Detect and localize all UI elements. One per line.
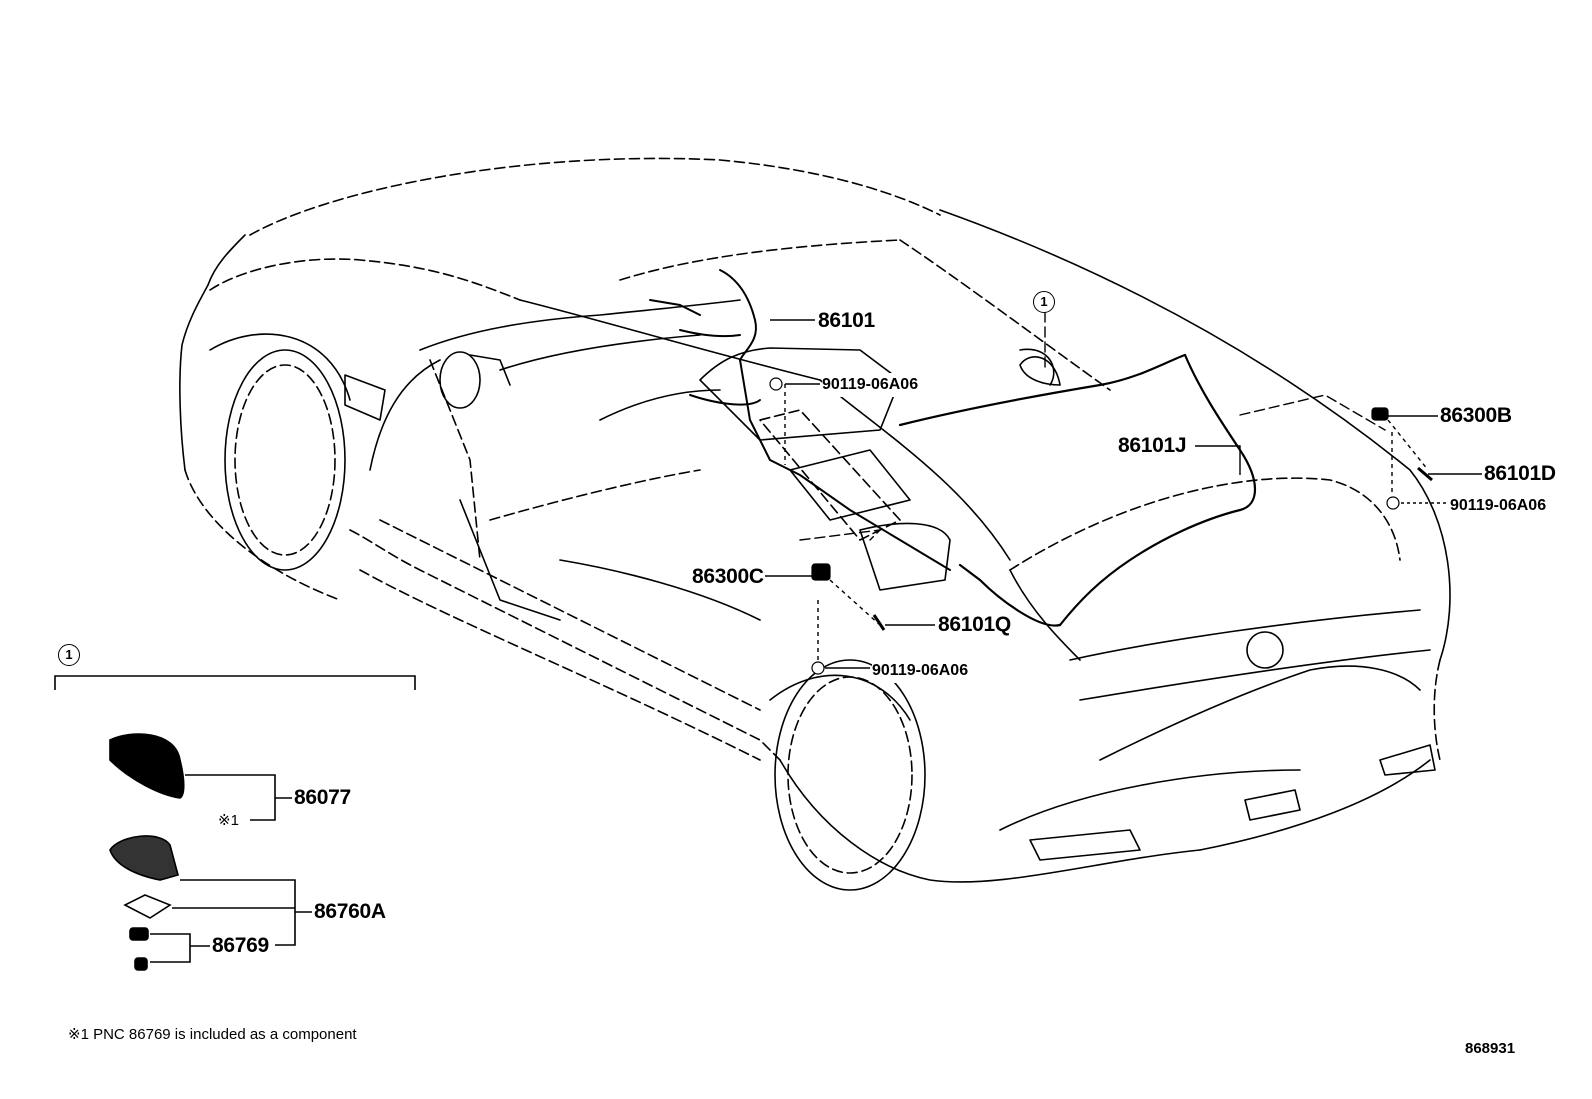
label-86101Q: 86101Q: [938, 613, 1011, 637]
inset-note-mark: ※1: [218, 812, 239, 829]
label-86760A: 86760A: [314, 900, 386, 924]
wire-harness-86101: [649, 269, 951, 571]
footnote: ※1 PNC 86769 is included as a component: [68, 1026, 357, 1043]
small-parts: [769, 377, 1433, 675]
car-body-outline: [179, 157, 1451, 883]
rear-wheel: [769, 659, 926, 891]
label-86300B: 86300B: [1440, 404, 1512, 428]
label-86769: 86769: [212, 934, 269, 958]
label-bolt-right: 90119-06A06: [1450, 494, 1547, 518]
label-86300C: 86300C: [692, 565, 764, 589]
wire-harness-86101J: [898, 353, 1257, 627]
roof-antenna-shape: [1019, 356, 1061, 386]
label-86077: 86077: [294, 786, 351, 810]
label-86101D: 86101D: [1484, 462, 1556, 486]
inset-panel: [54, 675, 416, 971]
label-86101: 86101: [818, 309, 875, 333]
diagram-number: 868931: [1465, 1040, 1516, 1057]
dashed-leaders: [799, 311, 1386, 541]
callout-marker-1: 1: [1033, 291, 1055, 313]
label-bolt-lower: 90119-06A06: [872, 659, 969, 683]
inset-marker-1: 1: [58, 644, 80, 666]
label-86101J: 86101J: [1118, 434, 1187, 458]
front-wheel: [209, 333, 351, 571]
leader-lines: [765, 319, 1482, 669]
label-bolt-upper: 90119-06A06: [822, 373, 919, 397]
